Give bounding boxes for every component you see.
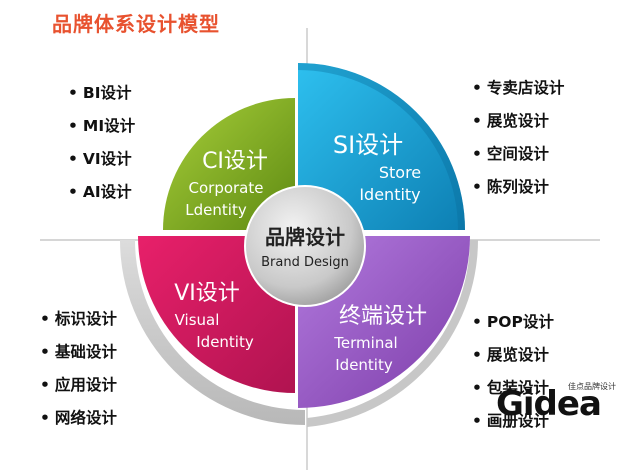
list-item: AI设计: [68, 176, 135, 209]
vi-en1-text: Visual: [175, 311, 220, 329]
terminal-cn-text: 终端设计: [339, 304, 427, 329]
si-en2-text: Identity: [359, 185, 420, 204]
center-cn-text: 品牌设计: [265, 225, 345, 249]
list-item: 基础设计: [40, 336, 117, 369]
list-item: 标识设计: [40, 303, 117, 336]
list-item: 陈列设计: [472, 171, 564, 204]
ci-quadrant: [163, 98, 295, 230]
center-en-text: Brand Design: [261, 255, 349, 270]
si-en1-text: Store: [379, 163, 421, 182]
list-item: 应用设计: [40, 369, 117, 402]
ci-en2-text: Ldentity: [185, 201, 247, 219]
si-detail-list: 专卖店设计 展览设计 空间设计 陈列设计: [472, 72, 565, 204]
si-quadrant: [298, 63, 465, 230]
page-title: 品牌体系设计模型: [52, 12, 220, 36]
list-item: 网络设计: [40, 402, 117, 435]
si-cn-text: SI设计: [333, 131, 403, 159]
vi-detail-list: 标识设计 基础设计 应用设计 网络设计: [40, 303, 117, 435]
vi-cn-text: VI设计: [174, 281, 240, 306]
terminal-en2-text: Identity: [335, 356, 393, 374]
list-item: 空间设计: [472, 138, 564, 171]
list-item: 展览设计: [472, 105, 564, 138]
center-circle: [244, 185, 366, 307]
gidea-logo: Gidea 佳点品牌设计: [496, 378, 616, 430]
outer-shadow-ring: [120, 240, 305, 425]
ci-en1-text: Corporate: [189, 179, 264, 197]
vi-en2-text: Identity: [196, 333, 254, 351]
list-item: BI设计: [68, 77, 135, 110]
list-item: 画册设计: [472, 405, 554, 438]
logo-word: Gidea: [496, 384, 602, 424]
list-item: POP设计: [472, 306, 554, 339]
terminal-en1-text: Terminal: [333, 334, 397, 352]
ci-detail-list: BI设计 MI设计 VI设计 AI设计: [68, 77, 135, 209]
terminal-detail-list: POP设计 展览设计 包装设计 画册设计: [472, 306, 554, 438]
ci-cn-text: CI设计: [202, 149, 268, 174]
list-item: MI设计: [68, 110, 135, 143]
list-item: 展览设计: [472, 339, 554, 372]
list-item: 包装设计: [472, 372, 554, 405]
logo-tagline: 佳点品牌设计: [568, 382, 616, 391]
list-item: 专卖店设计: [472, 72, 565, 105]
list-item: VI设计: [68, 143, 135, 176]
